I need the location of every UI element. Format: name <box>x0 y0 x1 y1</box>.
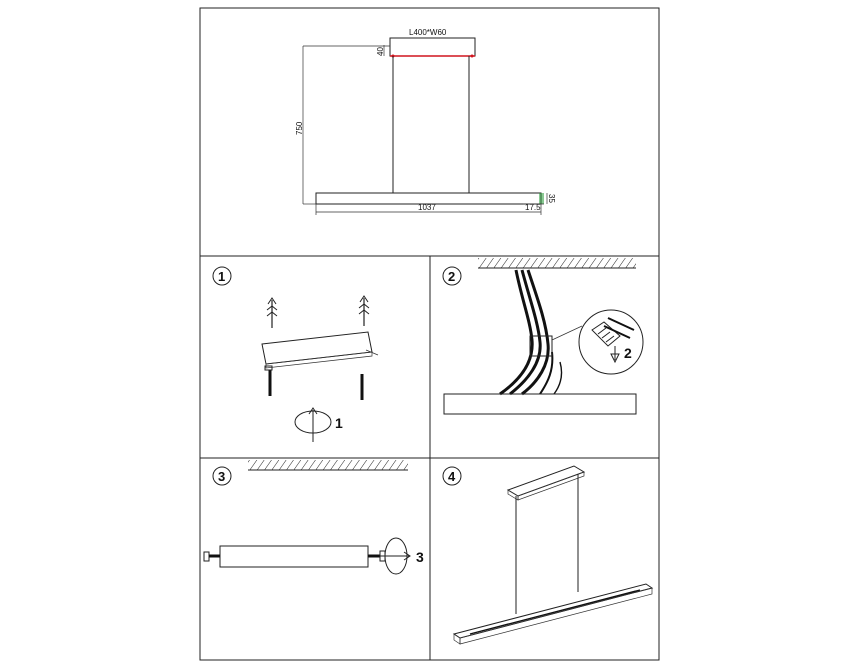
drop-label: 750 <box>295 121 304 135</box>
anchor-icon-left <box>266 297 278 328</box>
step-3-label: 3 <box>416 549 424 565</box>
step-1-label: 1 <box>335 415 343 431</box>
mounting-plate <box>261 331 373 365</box>
panel-3: 3 3 <box>203 460 424 575</box>
bar-height-label: 35 <box>547 194 556 203</box>
luminaire-body <box>443 393 637 415</box>
rotate-arrow-icon <box>294 407 332 442</box>
terminal-block <box>529 335 553 357</box>
canopy-height-label: 40 <box>376 47 385 56</box>
screw-icon-left-3 <box>203 551 220 562</box>
panel-2: 2 2 <box>442 258 644 415</box>
length-label: 1037 <box>418 203 436 212</box>
ceiling-hatch-3 <box>248 460 408 470</box>
badge-3 <box>212 466 232 486</box>
canopy-body <box>219 545 369 568</box>
zoom-detail <box>578 309 644 375</box>
bar-section-mark <box>539 193 544 204</box>
badge-3-label: 3 <box>218 469 225 484</box>
arrow-down-icon <box>610 346 620 364</box>
badge-4-label: 4 <box>448 469 456 484</box>
screw-icon-left <box>264 365 273 396</box>
rotate-arrow-icon-3 <box>380 537 411 575</box>
badge-2-label: 2 <box>448 269 455 284</box>
wires <box>499 269 563 396</box>
canopy-outline <box>389 37 476 57</box>
badge-2 <box>442 266 462 286</box>
panel-4: 4 <box>442 465 654 645</box>
badge-1-label: 1 <box>218 269 225 284</box>
canopy-3d <box>506 465 586 497</box>
badge-1 <box>212 266 232 286</box>
ceiling-hatch <box>478 258 636 268</box>
badge-4 <box>442 466 462 486</box>
connector-detail <box>591 317 635 347</box>
canopy-size-label: L400*W60 <box>409 28 447 37</box>
anchor-icon-right <box>358 295 370 326</box>
panel-frame <box>199 7 660 661</box>
step-2-label: 2 <box>624 345 632 361</box>
bar-width-label: 17.5 <box>525 203 541 212</box>
dimension-drawing: L400*W60 40 750 1037 17.5 35 <box>295 28 556 215</box>
panel-1: 1 1 <box>212 266 379 442</box>
